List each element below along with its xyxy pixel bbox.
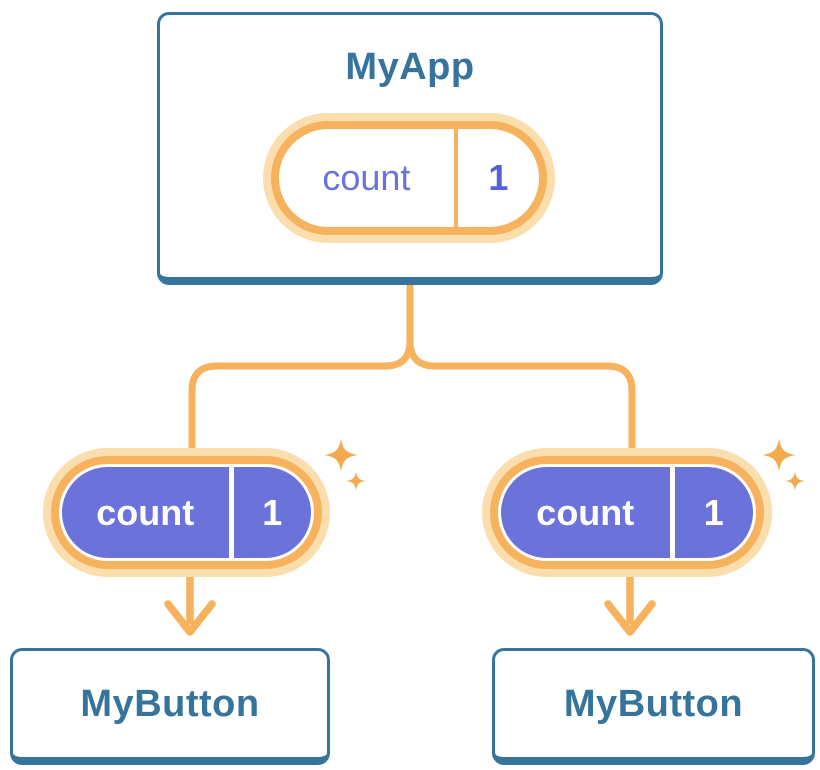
prop-name: count (96, 491, 195, 533)
state-pill-body: count 1 (279, 129, 539, 227)
prop-pill-right: count 1 (482, 448, 772, 577)
prop-pill-body: count 1 (62, 467, 311, 558)
sparkle-icon (346, 471, 366, 491)
sparkle-icon (762, 438, 796, 472)
arrow-down-icon (164, 573, 216, 636)
child-component-title: MyButton (563, 683, 744, 725)
sparkle-icon (324, 438, 358, 472)
state-value: 1 (453, 129, 539, 227)
prop-pill-ring: count 1 (490, 456, 764, 569)
prop-pill-left: count 1 (43, 448, 330, 577)
prop-pill-body: count 1 (501, 467, 753, 558)
state-pill-root: count 1 (263, 113, 555, 243)
prop-value: 1 (228, 467, 311, 558)
root-component-title: MyApp (345, 46, 475, 88)
state-name: count (322, 157, 411, 198)
sparkle-icon (785, 471, 805, 491)
prop-name: count (536, 491, 635, 533)
arrow-down-icon (604, 573, 656, 636)
prop-value: 1 (669, 467, 753, 558)
connector-branch-left (188, 280, 414, 453)
state-pill-ring: count 1 (271, 121, 547, 235)
child-component-title: MyButton (80, 683, 260, 725)
component-card-child-left: MyButton (10, 648, 330, 765)
prop-pill-ring: count 1 (51, 456, 322, 569)
component-card-child-right: MyButton (492, 648, 815, 765)
connector-branch-right (406, 337, 636, 453)
